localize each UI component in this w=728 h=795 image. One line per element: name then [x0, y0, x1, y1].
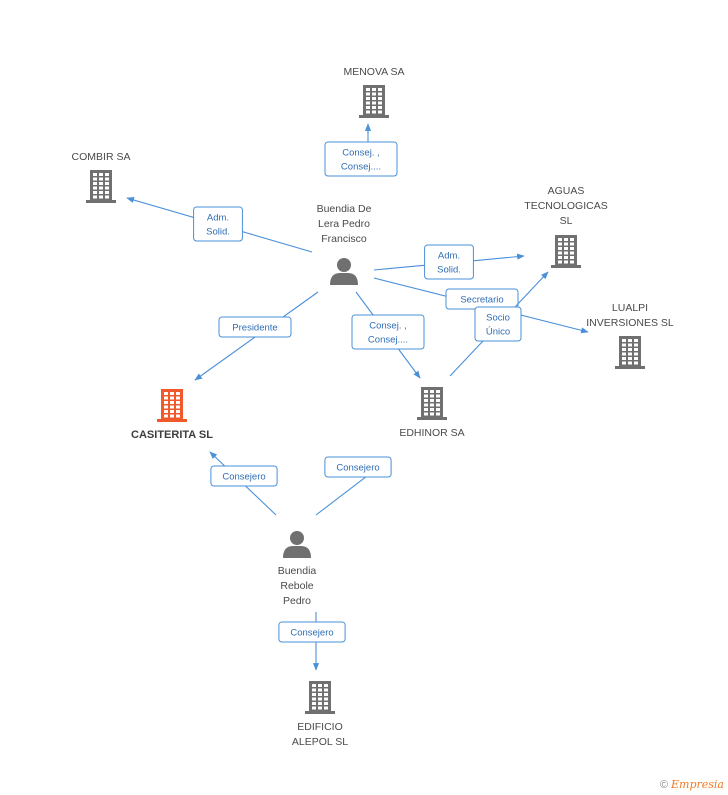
edge-label-text: Consejero [290, 628, 333, 639]
node-label[interactable]: Francisco [321, 233, 367, 245]
edge-label-text: Adm. [438, 251, 460, 262]
edge-buendia_lera-to-menova: Consej. , Consej.... [324, 123, 398, 177]
node-label[interactable]: CASITERITA SL [131, 429, 213, 441]
edge-label-box[interactable] [218, 316, 292, 338]
edge-label-text: Consej. , [342, 148, 380, 159]
edge-label-box[interactable] [193, 206, 243, 242]
edge-label-text: Único [486, 327, 510, 338]
node-label[interactable]: Buendia De [317, 203, 372, 215]
node-label[interactable]: EDHINOR SA [399, 427, 464, 439]
edge-buendia_lera-to-aguas: Adm. Solid. [373, 244, 525, 280]
edge-label-text: Consej. , [369, 321, 407, 332]
node-label[interactable]: INVERSIONES SL [586, 317, 674, 329]
edge-buendia_rebole-to-edhinor: Consejero [315, 456, 392, 516]
edge-buendia_lera-to-edhinor: Consej. , Consej.... [351, 291, 425, 379]
edge-label-box[interactable] [351, 314, 425, 350]
building-icon[interactable] [359, 85, 389, 118]
node-menova[interactable]: MENOVA SA [343, 66, 405, 118]
edge-label-box[interactable] [324, 456, 392, 478]
node-label[interactable]: AGUAS [548, 185, 585, 197]
empresia-logo: Empresia [671, 778, 724, 791]
edge-label-text: Solid. [437, 265, 461, 276]
node-label[interactable]: LUALPI [612, 302, 648, 314]
edge-buendia_lera-to-lualpi: Secretario [373, 277, 589, 334]
node-casiterita[interactable]: CASITERITA SL [131, 389, 213, 441]
edge-buendia_rebole-to-alepol: Consejero [278, 612, 346, 671]
building-icon[interactable] [305, 681, 335, 714]
node-label[interactable]: MENOVA SA [343, 66, 404, 78]
node-label[interactable]: Lera Pedro [318, 218, 370, 230]
edge-buendia_rebole-to-casiterita: Consejero [209, 451, 278, 516]
edge-label-text: Presidente [232, 323, 277, 334]
edge-label-text: Solid. [206, 227, 230, 238]
edge-label-text: Secretario [460, 295, 503, 306]
node-label[interactable]: EDIFICIO [297, 721, 343, 733]
building-icon[interactable] [551, 235, 581, 268]
edge-label-text: Consej.... [368, 335, 408, 346]
edge-label-text: Consejero [222, 472, 265, 483]
node-label[interactable]: Rebole [280, 580, 313, 592]
person-icon[interactable] [283, 531, 311, 558]
edge-label-box[interactable] [324, 141, 398, 177]
building-icon[interactable] [417, 387, 447, 420]
edge-label-text: Adm. [207, 213, 229, 224]
node-lualpi[interactable]: LUALPI INVERSIONES SL [586, 302, 674, 369]
node-label[interactable]: Buendia [278, 565, 317, 577]
node-alepol[interactable]: EDIFICIO ALEPOL SL [292, 681, 348, 748]
node-edhinor[interactable]: EDHINOR SA [399, 387, 465, 439]
empresia-credit: © Empresia [660, 778, 724, 791]
person-icon[interactable] [330, 258, 358, 285]
edge-label-box[interactable] [210, 465, 278, 487]
edge-label-text: Socio [486, 313, 510, 324]
node-label[interactable]: Pedro [283, 595, 311, 607]
edge-label-text: Consejero [336, 463, 379, 474]
node-combir[interactable]: COMBIR SA [72, 151, 131, 203]
node-label[interactable]: ALEPOL SL [292, 736, 348, 748]
copyright-symbol: © [659, 779, 668, 791]
building-icon[interactable] [157, 389, 187, 422]
node-aguas[interactable]: AGUAS TECNOLOGICAS SL [524, 185, 608, 268]
edge-buendia_lera-to-combir: Adm. Solid. [126, 196, 313, 253]
node-label[interactable]: SL [560, 215, 573, 227]
node-label[interactable]: COMBIR SA [72, 151, 131, 163]
edge-label-box[interactable] [474, 306, 522, 342]
building-icon[interactable] [615, 336, 645, 369]
edge-label-box[interactable] [424, 244, 474, 280]
node-label[interactable]: TECNOLOGICAS [524, 200, 607, 212]
edge-buendia_lera-to-casiterita: Presidente [194, 291, 319, 381]
edge-label-text: Consej.... [341, 162, 381, 173]
edge-label-box[interactable] [278, 621, 346, 643]
building-icon[interactable] [86, 170, 116, 203]
